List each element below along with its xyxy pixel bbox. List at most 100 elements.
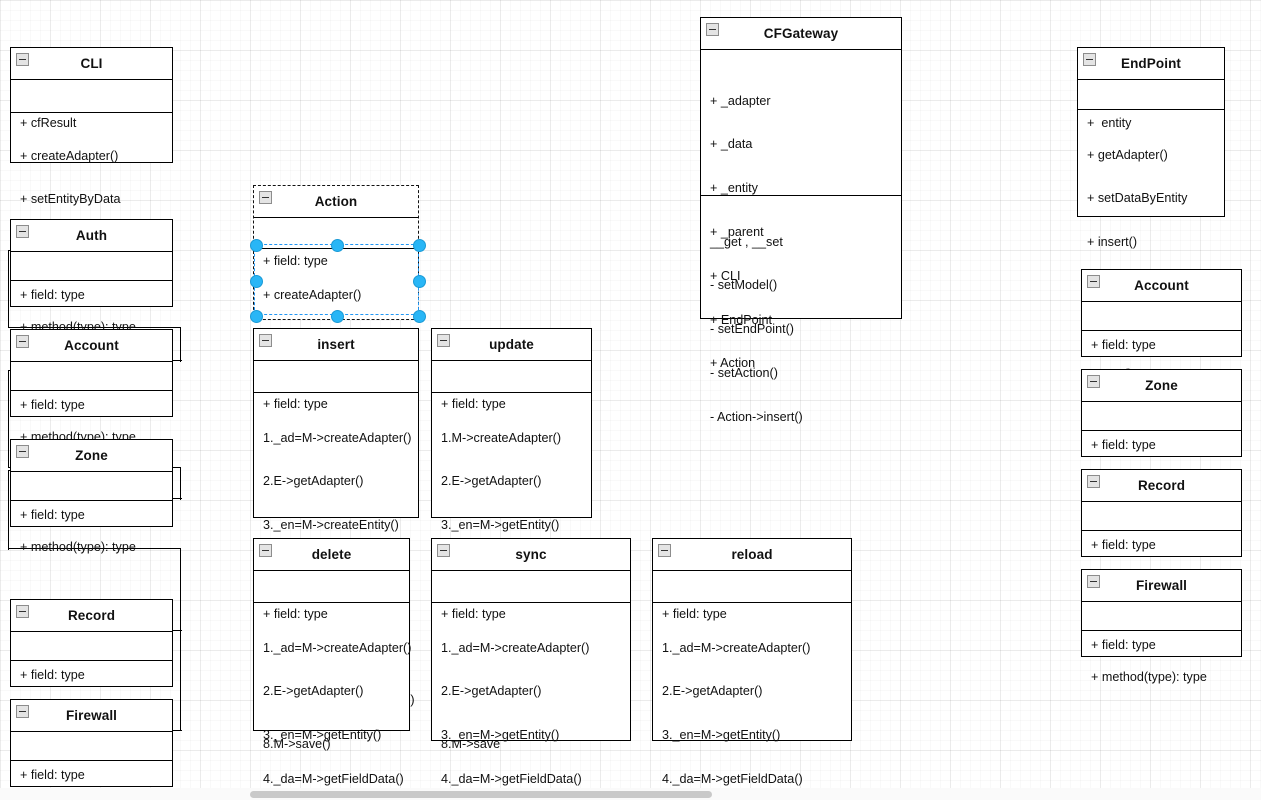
collapse-icon[interactable] [437,334,450,347]
collapse-icon[interactable] [16,53,29,66]
class-box-update[interactable]: update + field: type 1.M->createAdapter(… [431,328,592,751]
class-box-firewall-left[interactable]: Firewall + field: type + method(type): t… [10,699,173,800]
operation-row: 2.E->getAdapter() [441,474,542,489]
attribute-row: + field: type [263,396,328,411]
connector-segment [8,548,180,549]
connector-segment [180,327,181,362]
attribute-row: + field: type [20,767,85,782]
attribute-row: + field: type [20,287,85,302]
operation-row: + createAdapter() [263,287,362,302]
class-header-record-right: Record [1082,470,1241,502]
resize-handle-nw[interactable] [249,238,263,252]
class-header-auth: Auth [11,220,172,252]
attribute-row: + field: type [1091,637,1156,652]
class-attributes-reload: + field: type [653,571,851,621]
class-title: insert [317,337,355,352]
class-box-zone-left[interactable]: Zone + field: type + method(type): type [10,439,173,554]
collapse-icon[interactable] [1087,575,1100,588]
class-attributes-endpoint: + entity [1078,80,1224,130]
collapse-icon[interactable] [16,225,29,238]
class-header-endpoint: EndPoint [1078,48,1224,80]
collapse-icon[interactable] [1087,275,1100,288]
class-attributes-sync: + field: type [432,571,630,621]
collapse-icon[interactable] [259,544,272,557]
class-box-auth[interactable]: Auth + field: type + method(type): type [10,219,173,334]
class-header-account-left: Account [11,330,172,362]
attribute-row: + field: type [441,396,506,411]
resize-handle-sw[interactable] [249,309,263,323]
class-box-firewall-right[interactable]: Firewall + field: type + method(type): t… [1081,569,1242,684]
attribute-row: + field: type [263,606,328,621]
class-attributes-record-right: + field: type [1082,502,1241,552]
resize-handle-s[interactable] [330,309,344,323]
connector-segment [8,250,9,328]
operation-row: 1._ad=M->createAdapter() [441,640,590,655]
collapse-icon[interactable] [16,605,29,618]
class-title: Firewall [1135,578,1188,593]
resize-handle-w[interactable] [249,274,263,288]
operation-row: 1._ad=M->createAdapter() [263,430,412,445]
class-box-insert[interactable]: insert + field: type 1._ad=M->createAdap… [253,328,419,751]
collapse-icon[interactable] [437,544,450,557]
operation-row: + getAdapter() [1087,147,1168,162]
class-title: reload [731,547,773,562]
class-box-account-right[interactable]: Account + field: type + method(type): ty… [1081,269,1242,384]
class-box-delete[interactable]: delete + field: type 1._ad=M->createAdap… [253,538,411,786]
attribute-row: + _parent [710,225,764,240]
class-attributes-auth: + field: type [11,252,172,302]
operation-row: + method(type): type [20,539,136,554]
operation-row: 4._da=M->getFieldData() [662,772,803,787]
collapse-icon[interactable] [259,334,272,347]
class-title: delete [311,547,352,562]
attribute-row: + entity [1087,115,1132,130]
class-title: Zone [75,448,108,463]
class-attributes-cfgateway: + _adapter + _data + _entity + _parent +… [701,50,901,371]
class-title: Action [314,194,358,209]
horizontal-scrollbar-track[interactable] [0,788,1261,800]
collapse-icon[interactable] [1083,53,1096,66]
collapse-icon[interactable] [16,445,29,458]
class-box-action[interactable]: Action + field: type + createAdapter() +… [253,185,419,389]
class-box-reload[interactable]: reload + field: type 1._ad=M->createAdap… [652,538,852,786]
class-box-account-left[interactable]: Account + field: type + method(type): ty… [10,329,173,444]
resize-handle-se[interactable] [412,309,426,323]
operation-row: 1._ad=M->createAdapter() [263,640,412,655]
class-title: CLI [80,56,103,71]
resize-handle-ne[interactable] [412,238,426,252]
resize-handle-n[interactable] [330,238,344,252]
collapse-icon[interactable] [706,23,719,36]
class-box-endpoint[interactable]: EndPoint + entity + getAdapter() + setDa… [1077,47,1225,424]
class-operations-firewall-right: + method(type): type [1082,629,1241,721]
collapse-icon[interactable] [259,191,272,204]
class-attributes-zone-left: + field: type [11,472,172,522]
class-box-cli[interactable]: CLI + cfResult + createAdapter() + setEn… [10,47,173,250]
collapse-icon[interactable] [1087,375,1100,388]
collapse-icon[interactable] [1087,475,1100,488]
attribute-row: + field: type [263,253,328,268]
class-box-sync[interactable]: sync + field: type 1._ad=M->createAdapte… [431,538,631,786]
operation-row: 4._da=M->getFieldData() [263,772,404,787]
class-operations-reload: 1._ad=M->createAdapter() 2.E->getAdapter… [653,601,851,800]
class-title: Record [1137,478,1186,493]
class-title: Record [67,608,116,623]
class-box-zone-right[interactable]: Zone + field: type + method(type): type [1081,369,1242,484]
collapse-icon[interactable] [658,544,671,557]
operation-row: 3._en=M->getEntity() [441,728,560,743]
collapse-icon[interactable] [16,335,29,348]
class-header-firewall-right: Firewall [1082,570,1241,602]
class-header-cli: CLI [11,48,172,80]
resize-handle-e[interactable] [412,274,426,288]
class-box-cfgateway[interactable]: CFGateway + _adapter + _data + _entity +… [700,17,902,424]
class-box-record-left[interactable]: Record + field: type + method(type): typ… [10,599,173,714]
attribute-row: + field: type [20,507,85,522]
horizontal-scrollbar-thumb[interactable] [250,791,712,798]
attribute-row: + _entity [710,181,758,196]
class-attributes-account-right: + field: type [1082,302,1241,352]
operation-row: - setEndPoint() [710,322,794,337]
collapse-icon[interactable] [16,705,29,718]
class-attributes-account-left: + field: type [11,362,172,412]
class-attributes-firewall-right: + field: type [1082,602,1241,652]
class-operations-delete: 1._ad=M->createAdapter() 2.E->getAdapter… [254,601,412,800]
class-box-record-right[interactable]: Record + field: type + method(type): typ… [1081,469,1242,584]
